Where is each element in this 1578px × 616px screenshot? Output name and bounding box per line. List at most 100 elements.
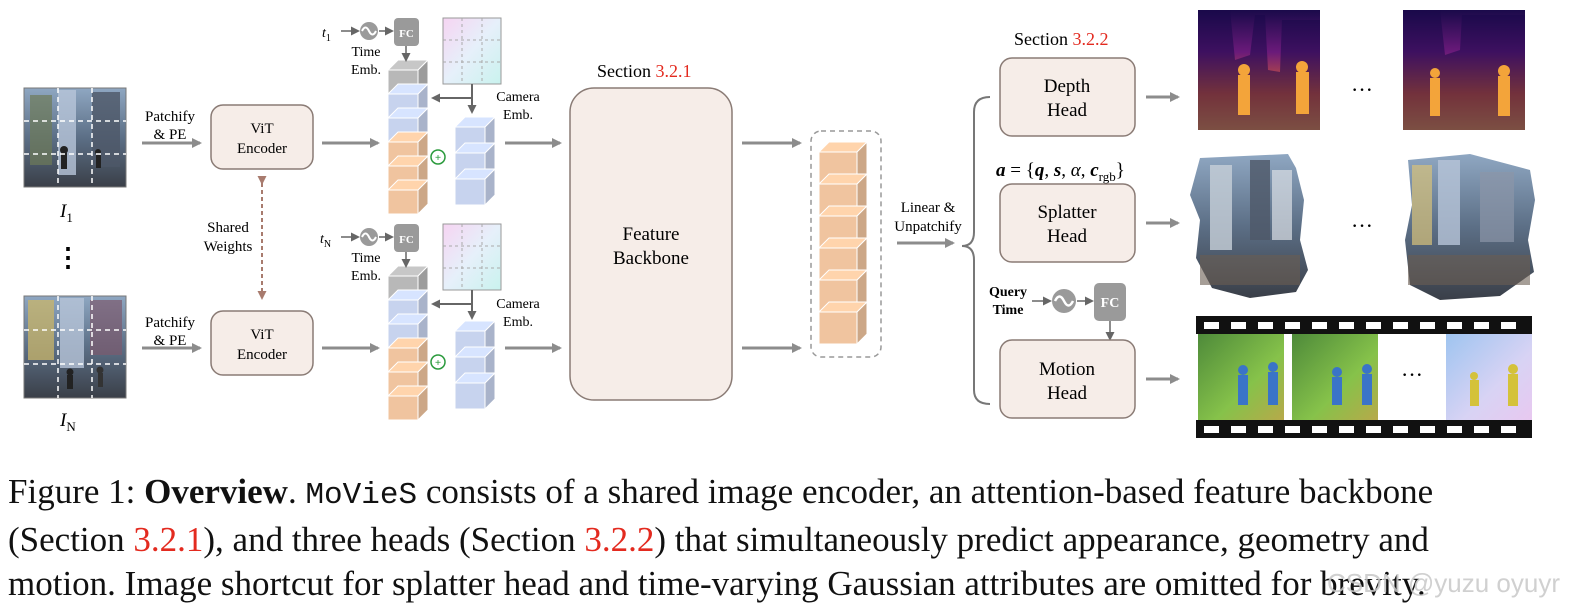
vit-encoder-top-line2: Encoder: [237, 141, 287, 157]
caption-ref-section-1[interactable]: 3.2.1: [133, 520, 204, 559]
camera-to-token-arrow-top: [431, 84, 473, 103]
token-stack-top: [386, 58, 430, 216]
depth-map-output-1: [1198, 10, 1320, 130]
film-hole: [1501, 322, 1516, 329]
depth-ellipsis: ···: [1351, 77, 1373, 102]
patchify-label-top-2: & PE: [154, 127, 187, 143]
inputs-ellipsis: ⋮: [55, 243, 81, 272]
motion-flow-frame-n: [1446, 334, 1532, 420]
camera-emb-bottom-line1: Camera: [496, 297, 540, 312]
film-hole: [1204, 426, 1219, 433]
motion-head-line1: Motion: [1039, 359, 1095, 380]
splatter-ellipsis: ···: [1351, 213, 1373, 238]
film-hole: [1285, 426, 1300, 433]
film-hole: [1366, 426, 1381, 433]
motion-ellipsis: ···: [1401, 362, 1423, 387]
time-emb-bottom-line1: Time: [351, 251, 380, 266]
camera-emb-bottom-line2: Emb.: [503, 315, 533, 330]
depth-head: Depth Head: [999, 57, 1136, 137]
film-hole: [1258, 426, 1273, 433]
time-emb-top-line2: Emb.: [351, 63, 381, 78]
caption-line-3: motion. Image shortcut for splatter head…: [8, 564, 1426, 603]
svg-text:+: +: [435, 357, 441, 369]
feature-backbone: Feature Backbone: [569, 87, 733, 401]
splatter-render-output-1: [1190, 154, 1308, 298]
vit-encoder-top-line1: ViT: [250, 121, 273, 137]
time-embedding-bottom: tN FC Time Emb.: [320, 224, 419, 284]
vit-encoder-top: ViT Encoder: [210, 104, 314, 170]
camera-token-bottom-3: [453, 371, 497, 411]
query-time-line2: Time: [993, 303, 1024, 318]
backbone-line1: Feature: [623, 224, 680, 245]
caption-line-1: Figure 1: Overview. MoVieS consists of a…: [8, 470, 1568, 518]
film-hole: [1501, 426, 1516, 433]
splatter-head-line1: Splatter: [1037, 202, 1097, 223]
fc-block-top: [394, 18, 419, 46]
input-label-n: IN: [59, 410, 76, 434]
film-hole: [1204, 322, 1219, 329]
csdn-watermark: CSDN @yuzu oyuyr: [1326, 568, 1560, 598]
token-bottom-6: [386, 384, 430, 422]
overview-diagram: I1 ⋮ IN Patchify & PE Patchify & PE ViT …: [23, 10, 1535, 438]
film-hole: [1231, 322, 1246, 329]
splatter-render-output-n: [1405, 154, 1535, 300]
film-hole: [1447, 426, 1462, 433]
vit-encoder-bottom-line2: Encoder: [237, 347, 287, 363]
film-hole: [1258, 322, 1273, 329]
time-emb-bottom-line2: Emb.: [351, 269, 381, 284]
plus-icon-top: [430, 149, 446, 165]
camera-to-token-arrow-bottom: [431, 290, 473, 309]
motion-head-line2: Head: [1047, 383, 1088, 404]
caption-line-2: (Section 3.2.1), and three heads (Sectio…: [8, 518, 1568, 562]
linear-unpatchify-line1: Linear &: [901, 200, 956, 216]
svg-text:+: +: [435, 152, 441, 164]
query-time-line1: Query: [989, 285, 1027, 300]
depth-map-output-n: [1403, 10, 1525, 130]
backbone-section-title: Section 3.2.1: [597, 61, 692, 81]
time-label-tn: tN: [320, 232, 331, 250]
splatter-head: Splatter Head: [999, 183, 1136, 263]
caption-method-name: MoVieS: [305, 478, 418, 513]
film-hole: [1420, 426, 1435, 433]
film-hole: [1420, 322, 1435, 329]
plus-icon-bottom: [430, 354, 446, 370]
camera-plucker-grid-top: [442, 17, 502, 85]
fc-label-query: FC: [1101, 296, 1120, 311]
heads-brace: [961, 96, 991, 405]
camera-plucker-grid-bottom: [442, 223, 502, 291]
time-embedding-top: t1 FC Time Emb.: [322, 18, 419, 78]
film-hole: [1474, 426, 1489, 433]
film-hole: [1447, 322, 1462, 329]
film-hole: [1393, 426, 1408, 433]
film-hole: [1366, 322, 1381, 329]
caption-line2-open: (Section: [8, 520, 134, 559]
input-image-n: [23, 295, 127, 399]
film-hole: [1339, 426, 1354, 433]
caption-line2-mid: ), and three heads (Section: [203, 520, 585, 559]
film-hole: [1393, 322, 1408, 329]
vit-encoder-bottom-line1: ViT: [250, 327, 273, 343]
gaussian-attributes-formula: a = {q, s, α, crgb}: [996, 160, 1125, 184]
token-top-6: [386, 178, 430, 216]
output-token-6: [817, 300, 869, 346]
shared-weights-line1: Shared: [207, 220, 249, 236]
motion-head: Motion Head: [999, 339, 1136, 419]
output-token-stack: [817, 140, 869, 346]
caption-figure-label: Figure 1:: [8, 472, 145, 511]
film-hole: [1231, 426, 1246, 433]
shared-weights-line2: Weights: [204, 239, 253, 255]
fc-label-bottom: FC: [399, 234, 414, 246]
input-label-1: I1: [59, 201, 73, 225]
fc-label-top: FC: [399, 28, 414, 40]
linear-unpatchify-line2: Unpatchify: [894, 219, 962, 235]
camera-emb-top-line2: Emb.: [503, 108, 533, 123]
fc-block-bottom: [394, 224, 419, 252]
caption-line1-rest: consists of a shared image encoder, an a…: [417, 472, 1434, 511]
heads-section-title: Section 3.2.2: [1014, 29, 1109, 49]
film-hole: [1312, 426, 1327, 433]
caption-period: .: [287, 472, 306, 511]
camera-token-stack-top: [453, 115, 497, 207]
fc-block-query: [1094, 283, 1126, 321]
film-hole: [1339, 322, 1354, 329]
caption-ref-section-2[interactable]: 3.2.2: [584, 520, 655, 559]
